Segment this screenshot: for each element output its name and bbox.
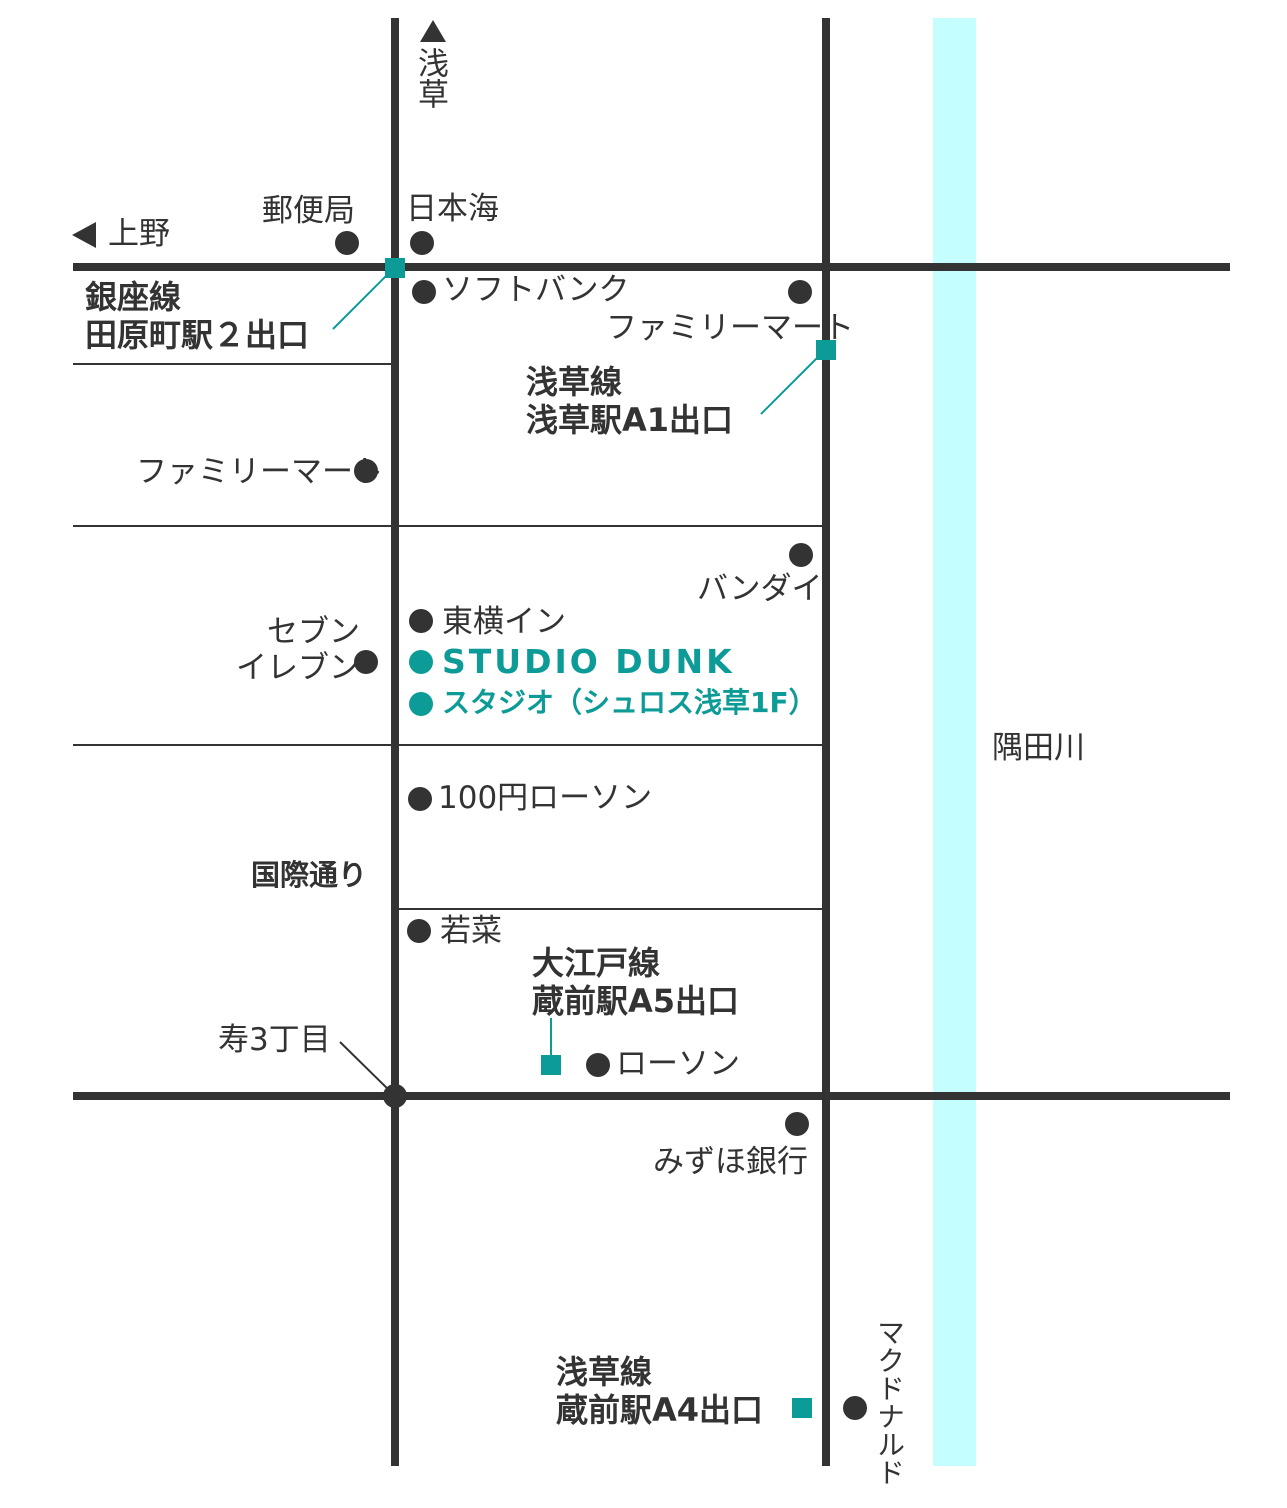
landmark-toyoko-inn-label: 東横イン — [442, 604, 566, 640]
kotobuki-intersection-dot — [383, 1084, 407, 1108]
landmark-nihonkai-label: 日本海 — [406, 191, 499, 227]
landmark-wakana-label: 若菜 — [440, 913, 502, 949]
studio-dunk-label: STUDIO DUNK — [442, 642, 735, 681]
landmark-dot — [586, 1053, 610, 1077]
sumida-river — [933, 18, 976, 1466]
landmark-dot — [354, 650, 378, 674]
oedo-a5-exit-label: 大江戸線 蔵前駅A5出口 — [532, 944, 740, 1020]
kotobuki-intersection-label: 寿3丁目 — [218, 1022, 331, 1058]
landmark-dot — [407, 919, 431, 943]
asakusa-a1-exit-marker — [816, 340, 836, 360]
landmark-post-office-label: 郵便局 — [262, 193, 355, 229]
landmark-dot — [785, 1112, 809, 1136]
landmark-familymart-west-label: ファミリーマート — [136, 454, 384, 490]
asakusa-a1-leader-line — [760, 349, 826, 415]
landmark-dot — [409, 609, 433, 633]
landmark-dot — [843, 1396, 867, 1420]
kotobuki-leader-line — [339, 1041, 395, 1096]
asakusa-a1-exit-label: 浅草線 浅草駅A1出口 — [526, 363, 734, 439]
river-name-label: 隅田川 — [992, 730, 1085, 766]
landmark-lawson100-label: 100円ローソン — [438, 780, 653, 816]
north-direction-label: 浅草 — [412, 47, 448, 109]
landmark-dot — [408, 787, 432, 811]
north-arrow-icon — [420, 20, 446, 42]
studio-room-label: スタジオ（シュロス浅草1F） — [442, 686, 817, 719]
landmark-softbank-label: ソフトバンク — [442, 272, 630, 308]
landmark-dot — [412, 280, 436, 304]
ginza-station-exit-label: 銀座線 田原町駅２出口 — [85, 278, 310, 354]
west-arrow-icon — [72, 222, 96, 248]
studio-room-dot — [409, 692, 433, 716]
landmark-bandai-label: バンダイ — [697, 571, 823, 607]
ginza-station-exit-marker — [385, 258, 405, 278]
landmark-seven-eleven-label: セブン イレブン — [236, 614, 360, 686]
landmark-dot — [788, 280, 812, 304]
landmark-mizuho-label: みずほ銀行 — [653, 1144, 808, 1180]
landmark-familymart-north-label: ファミリーマート — [606, 310, 854, 346]
asakusa-a4-exit-marker — [792, 1398, 812, 1418]
oedo-a5-exit-marker — [541, 1055, 561, 1075]
studio-dunk-dot — [409, 650, 433, 674]
west-direction-label: 上野 — [108, 216, 170, 252]
street-name-label: 国際通り — [251, 858, 368, 892]
landmark-mcdonalds-label: マクドナルド — [873, 1318, 906, 1486]
landmark-dot — [354, 459, 378, 483]
asakusa-a4-exit-label: 浅草線 蔵前駅A4出口 — [556, 1353, 764, 1429]
landmark-dot — [335, 231, 359, 255]
landmark-dot — [410, 231, 434, 255]
landmark-lawson-label: ローソン — [616, 1046, 740, 1082]
ginza-leader-line — [332, 267, 395, 330]
landmark-dot — [789, 543, 813, 567]
